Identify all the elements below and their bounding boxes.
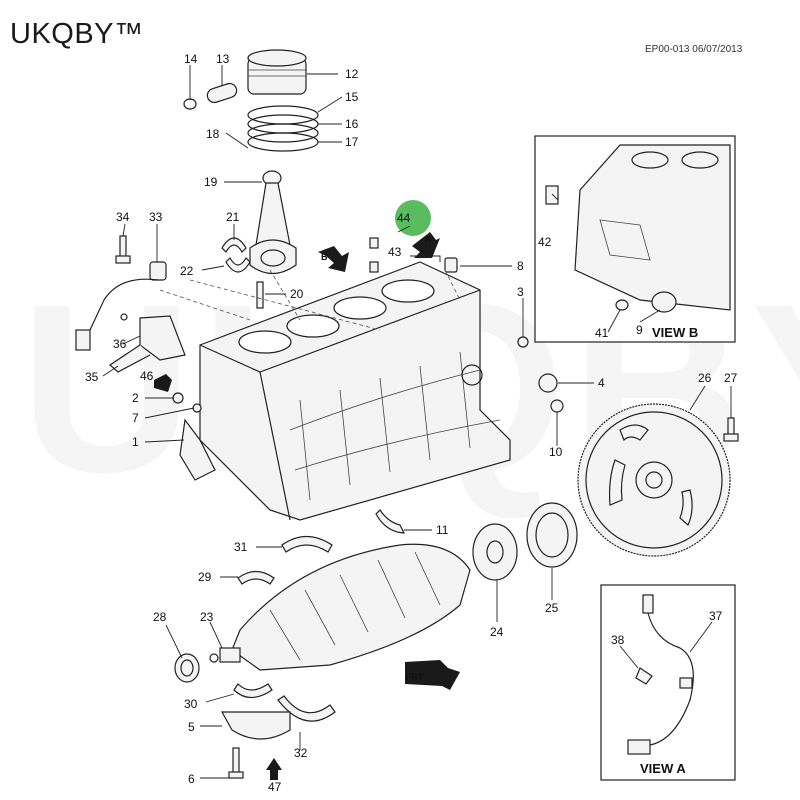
callout-29: 29 xyxy=(198,570,212,584)
callout-labels: 14 13 12 15 16 17 18 19 21 22 20 34 33 3… xyxy=(85,52,738,794)
callout-28: 28 xyxy=(153,610,167,624)
arrow-46 xyxy=(154,374,172,392)
arrow-b: B xyxy=(318,246,349,272)
callout-38: 38 xyxy=(611,633,625,647)
document-reference: EP00-013 06/07/2013 xyxy=(645,44,743,55)
brand-logo: UKQBY™ xyxy=(10,18,144,50)
cylinder-block[interactable] xyxy=(179,261,511,521)
crankshaft[interactable] xyxy=(219,543,471,671)
callout-47: 47 xyxy=(268,780,282,794)
callout-23: 23 xyxy=(200,610,214,624)
callout-9: 9 xyxy=(636,323,643,337)
callout-17: 17 xyxy=(345,135,359,149)
arrow-front-letter: FRT xyxy=(406,672,424,682)
callout-11: 11 xyxy=(436,523,449,537)
dowel-pin[interactable] xyxy=(444,257,458,273)
rear-main-seal[interactable] xyxy=(526,502,578,568)
rod-bearing-lower[interactable] xyxy=(225,257,251,273)
callout-16: 16 xyxy=(345,117,359,131)
leader-lines xyxy=(102,65,732,779)
arrow-a-letter: A xyxy=(425,234,432,244)
oil-gallery-plug[interactable] xyxy=(517,336,529,348)
callout-12: 12 xyxy=(345,67,359,81)
callout-13: 13 xyxy=(216,52,230,66)
rod-bolt[interactable] xyxy=(256,281,264,309)
main-bearing-cap[interactable] xyxy=(220,711,291,740)
main-bearing-lower-30[interactable] xyxy=(233,683,273,699)
piston-pin[interactable] xyxy=(206,82,239,105)
piston-rings[interactable] xyxy=(247,105,319,152)
plug-left-small[interactable] xyxy=(192,403,202,413)
main-bearing-lower-32[interactable] xyxy=(277,695,336,722)
view-b-label: VIEW B xyxy=(652,325,698,340)
main-cap-bolt[interactable] xyxy=(228,747,244,779)
callout-4: 4 xyxy=(598,376,605,390)
callout-6: 6 xyxy=(188,772,195,786)
callout-15: 15 xyxy=(345,90,359,104)
callout-27: 27 xyxy=(724,371,738,385)
callout-2: 2 xyxy=(132,391,139,405)
callout-26: 26 xyxy=(698,371,712,385)
callout-21: 21 xyxy=(226,210,240,224)
plug-left[interactable] xyxy=(172,392,184,404)
view-a-label: VIEW A xyxy=(640,761,686,776)
callout-10: 10 xyxy=(549,445,563,459)
view-b-detail xyxy=(534,135,736,343)
callout-35: 35 xyxy=(85,370,99,384)
arrow-47 xyxy=(266,758,282,780)
block-plug[interactable] xyxy=(550,399,564,413)
callout-37: 37 xyxy=(709,609,723,623)
connecting-rod[interactable] xyxy=(249,170,297,275)
piston-pin-clip[interactable] xyxy=(183,98,197,110)
highlight-marker xyxy=(395,200,431,236)
rod-bearing-upper[interactable] xyxy=(221,237,247,253)
callout-3: 3 xyxy=(517,285,524,299)
expansion-plug[interactable] xyxy=(538,373,558,393)
main-bearing-upper-29[interactable] xyxy=(237,570,275,585)
knock-sensor[interactable] xyxy=(75,261,167,351)
callout-36: 36 xyxy=(113,337,127,351)
crankshaft-seal-front[interactable] xyxy=(174,653,200,683)
callout-22: 22 xyxy=(180,264,194,278)
callout-1: 1 xyxy=(132,435,139,449)
piston[interactable] xyxy=(247,49,307,95)
sensor-bolt[interactable] xyxy=(115,235,131,264)
main-bearing-upper-31[interactable] xyxy=(281,535,333,553)
callout-18: 18 xyxy=(206,127,220,141)
view-a-detail xyxy=(600,584,736,781)
flexplate-bolt[interactable] xyxy=(723,417,739,442)
reluctor-ring[interactable] xyxy=(472,523,518,581)
callout-41: 41 xyxy=(595,326,609,340)
callout-19: 19 xyxy=(204,175,218,189)
callout-14: 14 xyxy=(184,52,198,66)
callout-44: 44 xyxy=(397,211,411,225)
arrow-b-letter: B xyxy=(321,252,328,262)
callout-32: 32 xyxy=(294,746,308,760)
callout-25: 25 xyxy=(545,601,559,615)
crank-sprocket[interactable] xyxy=(209,653,219,663)
callout-30: 30 xyxy=(184,697,198,711)
callout-20: 20 xyxy=(290,287,304,301)
callout-43: 43 xyxy=(388,245,402,259)
callout-46: 46 xyxy=(140,369,154,383)
callout-42: 42 xyxy=(538,235,552,249)
piston-oil-jet[interactable] xyxy=(375,509,405,534)
flexplate[interactable] xyxy=(577,403,731,557)
callout-5: 5 xyxy=(188,720,195,734)
callout-24: 24 xyxy=(490,625,504,639)
sensor-bracket[interactable] xyxy=(109,313,186,373)
callout-33: 33 xyxy=(149,210,163,224)
callout-34: 34 xyxy=(116,210,130,224)
arrow-a: A xyxy=(412,232,440,258)
callout-8: 8 xyxy=(517,259,524,273)
callout-31: 31 xyxy=(234,540,248,554)
callout-7: 7 xyxy=(132,411,139,425)
cup-plug[interactable] xyxy=(369,237,379,273)
arrow-front: FRT xyxy=(405,660,460,690)
